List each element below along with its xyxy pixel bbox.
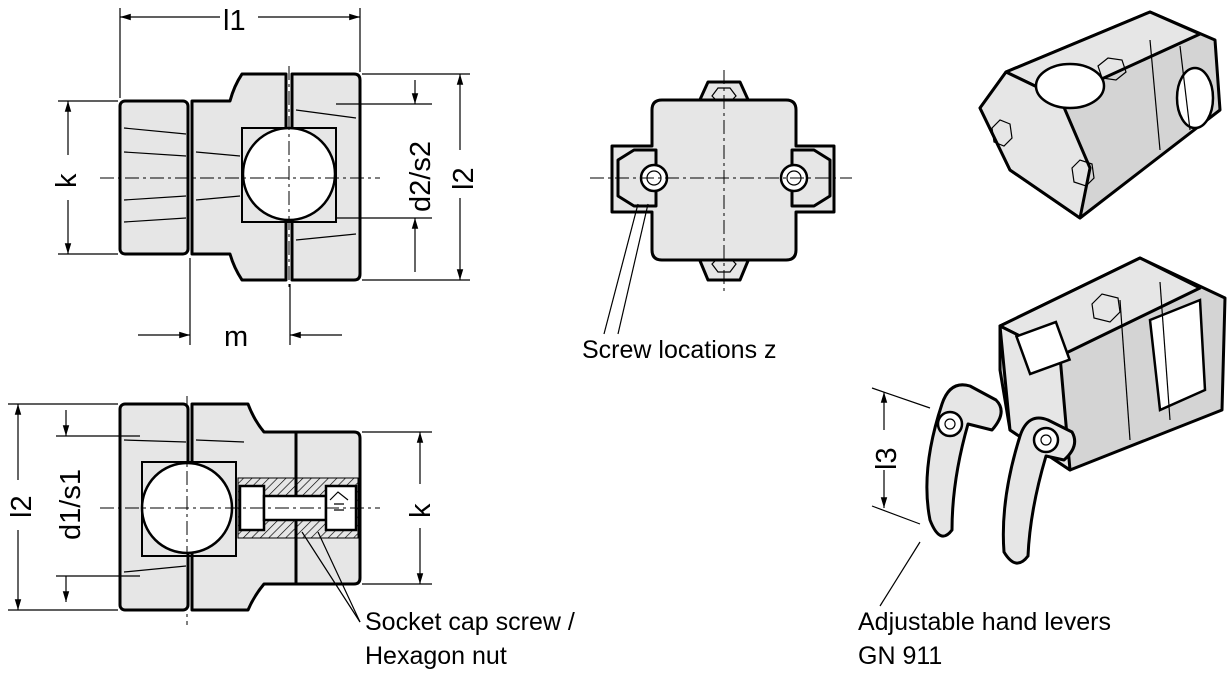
middle-view: Screw locations z bbox=[582, 70, 852, 364]
callout-gn911: GN 911 bbox=[858, 642, 942, 670]
dim-k-bottom: k bbox=[405, 503, 437, 518]
callout-socket-screw: Socket cap screw / bbox=[365, 608, 575, 636]
dim-l2-bottom: l2 bbox=[6, 495, 38, 518]
iso-view-top bbox=[978, 10, 1222, 220]
top-left-view: l1 k d2/s2 l2 m bbox=[51, 5, 480, 353]
dim-m: m bbox=[224, 321, 248, 353]
bottom-left-view: l2 d1/s1 k Socket cap screw / Hexagon nu… bbox=[6, 396, 575, 670]
callout-screw-locations: Screw locations z bbox=[582, 336, 777, 364]
iso-view-bottom: l3 Adjustable hand levers GN 911 bbox=[858, 256, 1227, 670]
dim-l2-top: l2 bbox=[448, 167, 480, 190]
dim-k-top: k bbox=[51, 173, 83, 188]
dim-l1: l1 bbox=[223, 5, 246, 37]
callout-hexagon-nut: Hexagon nut bbox=[365, 642, 507, 670]
dim-d1s1: d1/s1 bbox=[55, 469, 87, 540]
callout-hand-levers: Adjustable hand levers bbox=[858, 608, 1111, 636]
dim-l3: l3 bbox=[871, 447, 903, 470]
dim-d2s2: d2/s2 bbox=[405, 141, 437, 212]
